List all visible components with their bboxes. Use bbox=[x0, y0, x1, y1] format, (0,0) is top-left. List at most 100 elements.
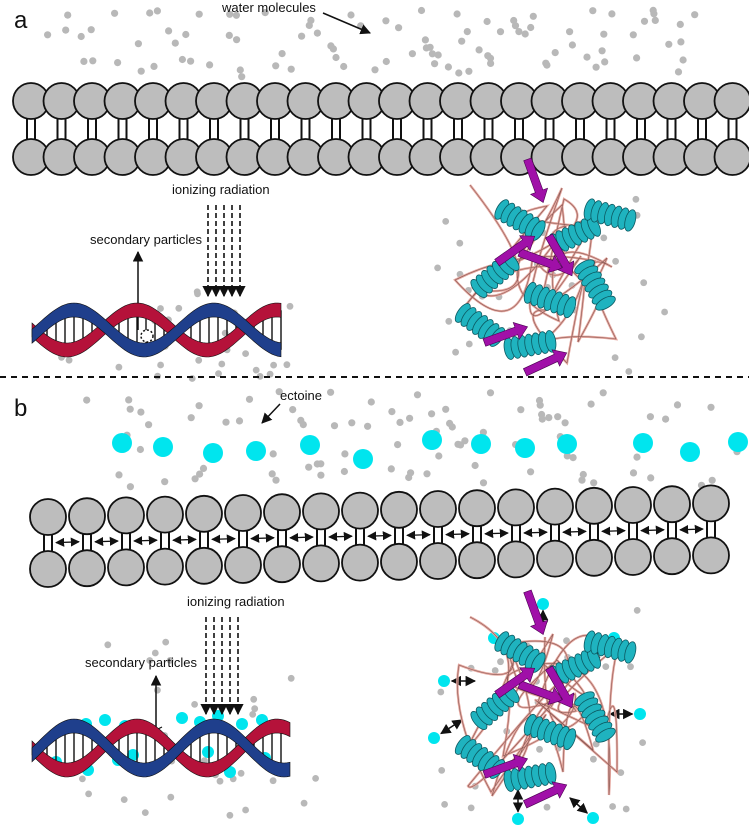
ectoine-molecule bbox=[203, 443, 223, 463]
water-molecule bbox=[249, 711, 257, 718]
water-molecule bbox=[332, 53, 340, 62]
water-molecule bbox=[444, 63, 452, 71]
panel-b: b ectoine ionizing radiation secondary p… bbox=[14, 388, 748, 825]
protein-structure-a bbox=[453, 157, 637, 377]
water-molecule bbox=[587, 400, 595, 408]
lipid-head bbox=[68, 549, 106, 588]
water-molecule bbox=[125, 396, 133, 404]
water-molecule bbox=[275, 388, 283, 396]
water-molecule bbox=[347, 11, 355, 19]
helix-turn bbox=[544, 762, 557, 785]
water-molecule bbox=[79, 775, 86, 783]
water-molecule bbox=[521, 30, 529, 38]
helix-turn bbox=[563, 296, 577, 319]
water-molecule bbox=[80, 57, 88, 65]
ectoine-molecule bbox=[633, 433, 653, 453]
water-molecule bbox=[340, 467, 348, 476]
protein-sheet bbox=[523, 589, 549, 636]
water-molecule bbox=[245, 395, 254, 403]
protein-sheet bbox=[517, 680, 564, 706]
water-molecule bbox=[650, 10, 658, 18]
water-molecule bbox=[166, 657, 174, 664]
interaction-arrow bbox=[133, 535, 158, 546]
lipid-head bbox=[419, 542, 457, 580]
water-molecule bbox=[491, 667, 499, 674]
water-molecule bbox=[83, 396, 91, 404]
water-molecule bbox=[196, 470, 204, 478]
water-molecule bbox=[563, 452, 571, 460]
lipid-head bbox=[185, 494, 223, 533]
water-molecule bbox=[661, 308, 668, 316]
water-molecule bbox=[543, 803, 551, 811]
water-molecule bbox=[435, 452, 443, 460]
ectoine-molecule bbox=[353, 449, 373, 469]
water-molecule bbox=[413, 391, 422, 399]
water-molecule bbox=[283, 361, 291, 369]
water-molecule bbox=[467, 804, 475, 812]
lipid-head bbox=[458, 541, 496, 580]
protein-structure-b bbox=[454, 589, 637, 809]
water-molecule bbox=[327, 42, 335, 50]
water-molecule bbox=[237, 769, 245, 777]
water-molecule bbox=[517, 406, 525, 414]
water-molecule bbox=[455, 69, 463, 77]
lipid-head bbox=[575, 486, 613, 525]
water-molecule bbox=[428, 50, 436, 58]
water-molecule bbox=[327, 388, 335, 396]
protein-helix bbox=[549, 647, 601, 687]
water-molecule bbox=[218, 360, 226, 368]
helix-turn bbox=[624, 209, 637, 232]
water-molecule bbox=[367, 398, 375, 406]
water-molecule bbox=[445, 317, 453, 325]
lipid-head bbox=[653, 485, 691, 524]
interaction-arrow bbox=[445, 529, 470, 539]
water-molecule bbox=[589, 7, 597, 15]
panel-b-label: b bbox=[14, 395, 27, 422]
water-molecule bbox=[529, 12, 537, 20]
ectoine-molecule bbox=[557, 434, 577, 454]
water-molecule bbox=[545, 414, 553, 422]
lipid-head bbox=[263, 545, 301, 584]
water-molecule bbox=[423, 470, 431, 478]
water-molecule bbox=[640, 279, 648, 287]
lipid-head bbox=[341, 543, 379, 582]
water-molecule bbox=[272, 62, 280, 70]
water-molecule bbox=[484, 52, 492, 60]
water-molecule bbox=[215, 370, 222, 377]
interaction-arrow bbox=[94, 536, 119, 547]
water-molecule bbox=[387, 465, 395, 473]
water-molecule bbox=[602, 663, 610, 670]
water-molecule bbox=[600, 234, 608, 242]
water-molecule bbox=[195, 356, 203, 364]
water-molecule bbox=[497, 658, 504, 666]
ectoine-pointer-arrow bbox=[261, 403, 281, 424]
water-molecule bbox=[272, 476, 280, 484]
water-molecule bbox=[536, 401, 544, 409]
protein-helix bbox=[454, 303, 506, 347]
ectoine-molecule bbox=[99, 714, 111, 726]
water-molecule bbox=[601, 58, 609, 66]
water-molecule bbox=[632, 195, 640, 203]
lipid-head bbox=[497, 540, 535, 579]
lipid-head bbox=[458, 489, 496, 528]
interaction-arrow bbox=[679, 524, 704, 535]
water-molecule bbox=[434, 51, 442, 59]
water-molecule bbox=[463, 28, 471, 36]
lipid-head bbox=[185, 546, 223, 585]
water-molecule bbox=[566, 28, 574, 36]
water-molecule bbox=[600, 30, 608, 38]
lipid-head bbox=[692, 536, 730, 575]
water-molecule bbox=[527, 468, 535, 476]
protein-helix bbox=[494, 199, 546, 241]
water-molecule bbox=[638, 333, 645, 341]
lipid-head bbox=[614, 538, 652, 576]
lipid-head bbox=[263, 493, 301, 532]
water-molecule bbox=[151, 649, 159, 657]
lipid-head bbox=[614, 486, 652, 524]
protein-helix bbox=[494, 631, 546, 673]
lipid-head bbox=[536, 487, 574, 526]
water-molecule bbox=[178, 55, 186, 64]
water-molecule bbox=[313, 460, 321, 468]
water-molecule bbox=[673, 401, 682, 409]
interaction-arrow bbox=[289, 532, 314, 543]
